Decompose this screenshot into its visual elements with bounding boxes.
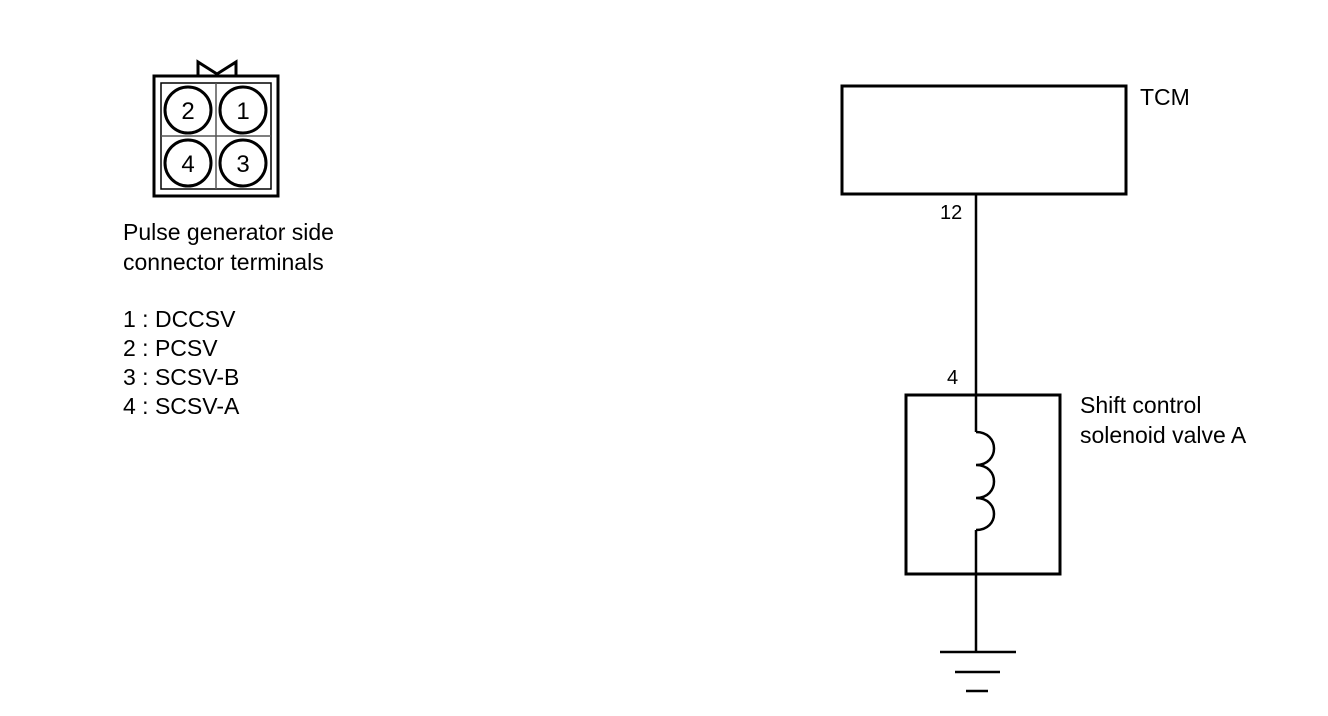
- connector-pin: 3: [218, 138, 268, 188]
- tcm-box: [840, 84, 1128, 196]
- solenoid-label-line1: Shift control: [1080, 392, 1201, 418]
- pin-number: 1: [236, 98, 249, 125]
- connector-pin: 1: [218, 85, 268, 135]
- connector-caption-line2: connector terminals: [123, 249, 324, 275]
- connector-lock-tab: [196, 59, 238, 76]
- solenoid-box: [904, 393, 1062, 576]
- legend-item: 4 : SCSV-A: [123, 393, 240, 419]
- connector-pin: 4: [163, 138, 213, 188]
- ground-icon: [940, 650, 1016, 693]
- terminal-legend: 1 : DCCSV 2 : PCSV 3 : SCSV-B 4 : SCSV-A: [123, 306, 240, 419]
- connector-face: 2 1 4 3: [152, 59, 280, 198]
- solenoid-terminal-number: 4: [947, 367, 958, 389]
- circuit-schematic: TCM 12 4 Shift control solenoid valve A: [840, 84, 1247, 693]
- coil-icon: [975, 430, 996, 532]
- pin-number: 2: [181, 98, 194, 125]
- legend-item: 2 : PCSV: [123, 335, 218, 361]
- pin-number: 3: [236, 151, 249, 178]
- connector-caption-line1: Pulse generator side: [123, 219, 334, 245]
- connector-pin: 2: [163, 85, 213, 135]
- legend-item: 1 : DCCSV: [123, 306, 236, 332]
- tcm-label: TCM: [1140, 84, 1190, 110]
- solenoid-label-line2: solenoid valve A: [1080, 422, 1247, 448]
- tcm-terminal-number: 12: [940, 202, 962, 224]
- legend-item: 3 : SCSV-B: [123, 364, 239, 390]
- pin-number: 4: [181, 151, 194, 178]
